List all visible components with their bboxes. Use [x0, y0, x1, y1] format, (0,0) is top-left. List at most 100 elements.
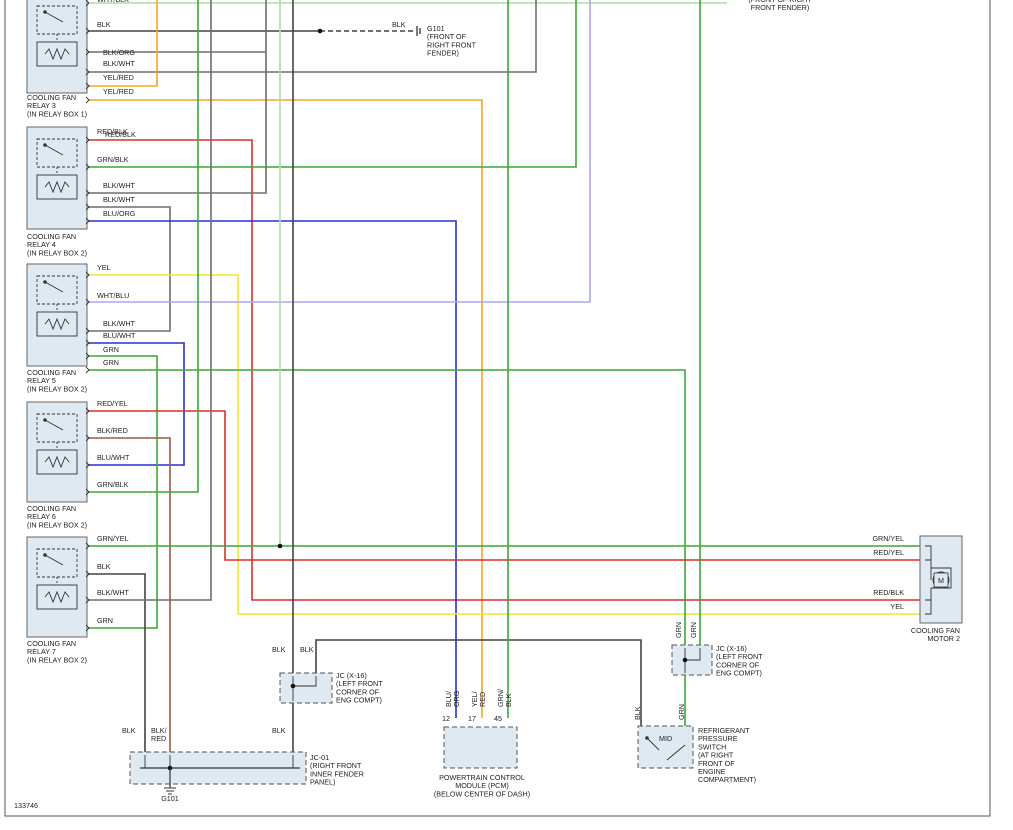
terminal-arrow-icon	[85, 434, 90, 442]
relay-coil-icon	[44, 47, 70, 61]
terminal-arrow-icon	[85, 298, 90, 306]
terminal-arrow-icon	[85, 624, 90, 632]
wire-yel-motor	[88, 274, 920, 615]
relay-coil-icon	[44, 317, 70, 331]
diagram-frame	[4, 0, 991, 817]
splice-dot-g101	[317, 28, 323, 34]
cooling-fan-relay4-box	[26, 126, 88, 230]
relay-coil-outline	[36, 311, 78, 337]
relay-coil-icon	[44, 455, 70, 469]
cooling-fan-relay7-box	[26, 536, 88, 638]
cooling-fan-relay3-box	[26, 0, 88, 94]
relay-contact-pivot	[43, 418, 47, 422]
pressure-switch-pivot	[645, 736, 649, 740]
figure-id: 133746	[14, 801, 38, 810]
motor-letter: M	[938, 576, 944, 585]
relay-coil-outline	[36, 41, 78, 67]
relay-wire-label: BLK/WHT	[103, 59, 136, 68]
wire-blk-switch	[315, 639, 642, 728]
relay-wire-label: WHT/BLU	[97, 291, 129, 300]
terminal-arrow-icon	[85, 352, 90, 360]
relay-contact-pivot	[43, 553, 47, 557]
relay-coil-icon	[44, 590, 70, 604]
motor-wire-label: RED/YEL	[873, 548, 904, 557]
wire-blk-wht-r4b	[88, 206, 171, 332]
terminal-arrow-icon	[85, 82, 90, 90]
wire-label-grn: GRN	[674, 622, 683, 638]
pcm-pin-wire-label: YEL/RED	[470, 691, 487, 707]
relay-wire-label: GRN	[97, 616, 113, 625]
relay-switch-contact-icon	[44, 419, 64, 431]
pcm-pin-wire-label: BLU/ORG	[444, 690, 461, 707]
terminal-arrow-icon	[85, 339, 90, 347]
wire-label-grn: GRN	[689, 622, 698, 638]
terminal-arrow-icon	[85, 271, 90, 279]
wire-label-grn: GRN	[677, 704, 686, 720]
motor-wire-label: RED/BLK	[873, 588, 904, 597]
g101-bottom-label: G101	[161, 794, 179, 803]
pcm-pin-wire-label: GRN/BLK	[496, 689, 513, 707]
wire-label-blk: BLK	[272, 726, 286, 735]
terminal-arrow-icon	[85, 136, 90, 144]
relay-wire-label: BLK/WHT	[103, 195, 136, 204]
pcm-pin-number: 45	[494, 714, 502, 723]
relay-wire-label: BLK/WHT	[103, 181, 136, 190]
relay-wire-label: BLK/ORG	[103, 48, 135, 57]
splice-dot-jc-right	[682, 657, 688, 663]
jc-x16-left-connector	[279, 672, 333, 704]
relay-coil-outline	[36, 449, 78, 475]
jc-left-internal	[292, 676, 317, 701]
wire-blu-wht	[88, 342, 185, 466]
wire-label-blk: BLK	[633, 706, 642, 720]
terminal-arrow-icon	[85, 68, 90, 76]
relay-coil-outline	[36, 174, 78, 200]
wire-label-blk: BLK	[272, 645, 286, 654]
wire-wht-blu	[88, 0, 591, 303]
relay-coil-outline	[36, 584, 78, 610]
relay-switch-contact-icon	[44, 281, 64, 293]
wire-blk-r7-ground	[88, 573, 146, 752]
wire-label: RED/BLK	[105, 130, 136, 139]
relay-wire-label: GRN/YEL	[97, 534, 129, 543]
components-layer	[26, 0, 963, 795]
pcm-module	[443, 726, 518, 769]
terminal-arrow-icon	[85, 327, 90, 335]
terminal-arrow-icon	[85, 366, 90, 374]
pressure-switch-contact-icon	[646, 737, 686, 761]
splice-dot-grn-yel	[277, 543, 283, 549]
wire-blk-wht-r3	[88, 0, 537, 73]
wire-grn-blk-r6	[88, 0, 199, 493]
pressure-switch-state: MID	[659, 734, 672, 743]
relay-contact-pivot	[43, 143, 47, 147]
relay-wire-label: BLK/WHT	[103, 319, 136, 328]
terminal-arrow-icon	[85, 0, 90, 7]
wire-yel-red-a	[88, 0, 158, 87]
wire-blk-wht-r4a	[88, 52, 267, 194]
relay-switch-contact-icon	[44, 144, 64, 156]
terminal-arrow-icon	[85, 203, 90, 211]
ground-g101-bottom-icon	[164, 787, 176, 795]
relay-contact-pivot	[43, 10, 47, 14]
terminal-arrow-icon	[85, 48, 90, 56]
relay-wire-label: BLK	[97, 562, 111, 571]
relay-wire-label: BLK/RED	[97, 426, 128, 435]
relay-wire-label: GRN/BLK	[97, 480, 129, 489]
wire-blk-red-ground	[88, 437, 171, 752]
terminal-arrow-icon	[85, 461, 90, 469]
relay-contact-pivot	[43, 280, 47, 284]
wire-red-yel-motor	[88, 410, 920, 561]
terminal-arrow-icon	[85, 596, 90, 604]
cooling-fan-relay5-box	[26, 263, 88, 367]
wire-grn-switch	[88, 369, 686, 645]
relay-wire-label: BLK/WHT	[97, 588, 130, 597]
relay-switch-contact-icon	[44, 554, 64, 566]
relay-wire-label: GRN	[103, 345, 119, 354]
